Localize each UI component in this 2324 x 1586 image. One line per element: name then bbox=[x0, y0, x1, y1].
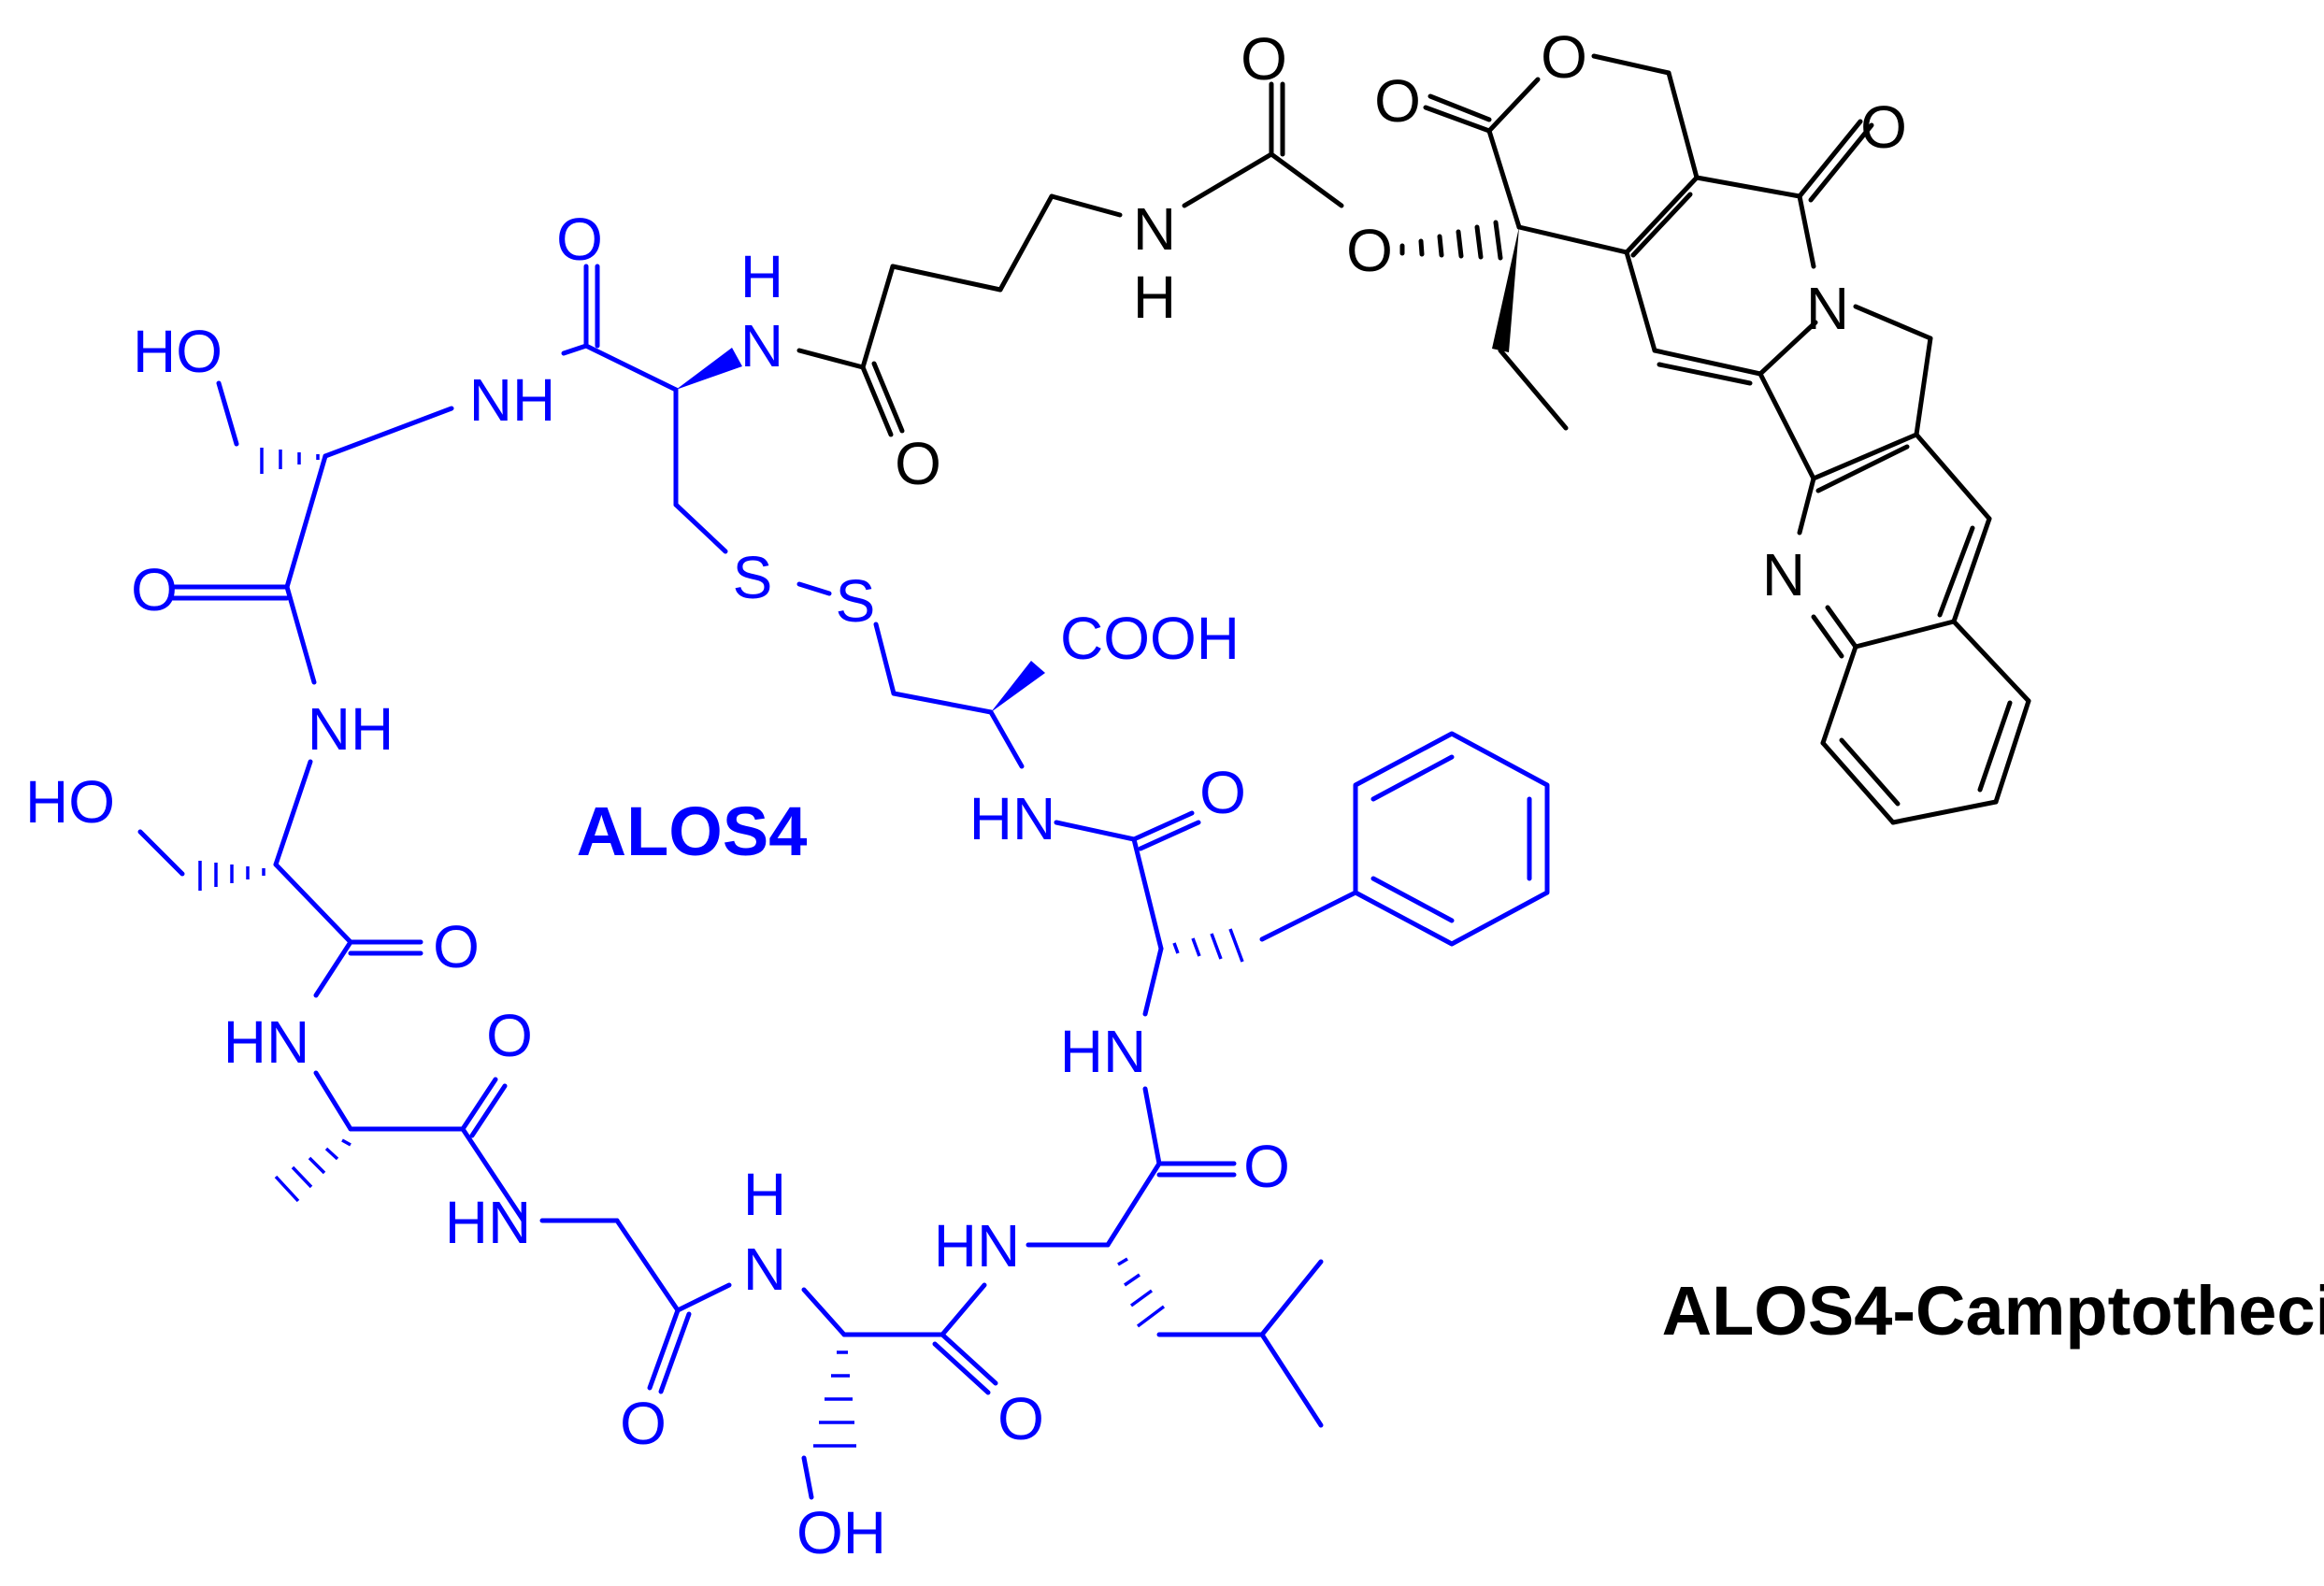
carbonyl-oxygen-label: O bbox=[433, 913, 480, 980]
amide-nh-label: NH bbox=[308, 695, 394, 763]
carbonyl-oxygen-label: O bbox=[486, 1002, 533, 1069]
amide-nitrogen-label: N bbox=[743, 1236, 786, 1303]
amide-nh-label: HN bbox=[223, 1008, 309, 1076]
amide-hydrogen-label: H bbox=[743, 1161, 786, 1228]
peptide-bonds bbox=[137, 264, 1550, 1500]
sulfur-label: S bbox=[733, 544, 773, 611]
sulfur-label: S bbox=[836, 567, 876, 635]
carbonyl-oxygen-label: O bbox=[1243, 1133, 1290, 1200]
amide-hydrogen-label: H bbox=[740, 243, 783, 310]
carbamate-hydrogen-label: H bbox=[1133, 264, 1176, 331]
conjugate-name-label: ALOS4-Camptothecin bbox=[1662, 1272, 2324, 1350]
hydroxyl-label: HO bbox=[133, 318, 222, 385]
carboxylic-acid-label: COOH bbox=[1060, 605, 1240, 672]
carbonyl-oxygen-label: O bbox=[1241, 25, 1287, 93]
carbonyl-oxygen-label: O bbox=[895, 430, 941, 497]
carbonyl-oxygen-label: O bbox=[556, 206, 603, 273]
amide-nh-label: HN bbox=[969, 785, 1055, 852]
lactone-ring-oxygen-label: O bbox=[1541, 23, 1587, 91]
payload-bonds bbox=[796, 53, 2031, 825]
carbamate-nitrogen-label: N bbox=[1133, 195, 1176, 263]
amide-nh-label: HN bbox=[934, 1212, 1020, 1279]
hydroxyl-label: OH bbox=[796, 1499, 886, 1566]
carbonyl-oxygen-label: O bbox=[997, 1385, 1044, 1452]
payload-atom-labels: O O N H O O O O N N bbox=[895, 23, 1907, 608]
peptide-name-label: ALOS4 bbox=[577, 793, 808, 870]
cys-n-label-group: N bbox=[740, 312, 783, 379]
amide-nh-label: NH bbox=[469, 366, 555, 434]
peptide-atom-labels: HO NH O NH HO O HN O HN H N O O OH HN O … bbox=[25, 206, 1290, 1566]
amide-nh-label: HN bbox=[1060, 1018, 1146, 1085]
quinoline-nitrogen-label: N bbox=[1762, 541, 1805, 608]
carbonyl-oxygen-label: O bbox=[131, 556, 178, 623]
ring-nitrogen-label: N bbox=[1806, 275, 1849, 342]
ethyl-wedge-bond bbox=[1492, 227, 1519, 352]
hydroxyl-label: HO bbox=[25, 768, 115, 836]
pyridone-oxygen-label: O bbox=[1860, 93, 1907, 161]
amide-nitrogen-label: N bbox=[740, 312, 783, 379]
ester-oxygen-label: O bbox=[1346, 217, 1393, 284]
carbonyl-oxygen-label: O bbox=[1199, 759, 1246, 826]
lactone-carbonyl-oxygen-label: O bbox=[1374, 67, 1421, 135]
peptide-hash-bonds bbox=[198, 448, 1244, 1448]
amide-nh-label: HN bbox=[445, 1189, 531, 1256]
carbonyl-oxygen-label: O bbox=[620, 1390, 667, 1457]
